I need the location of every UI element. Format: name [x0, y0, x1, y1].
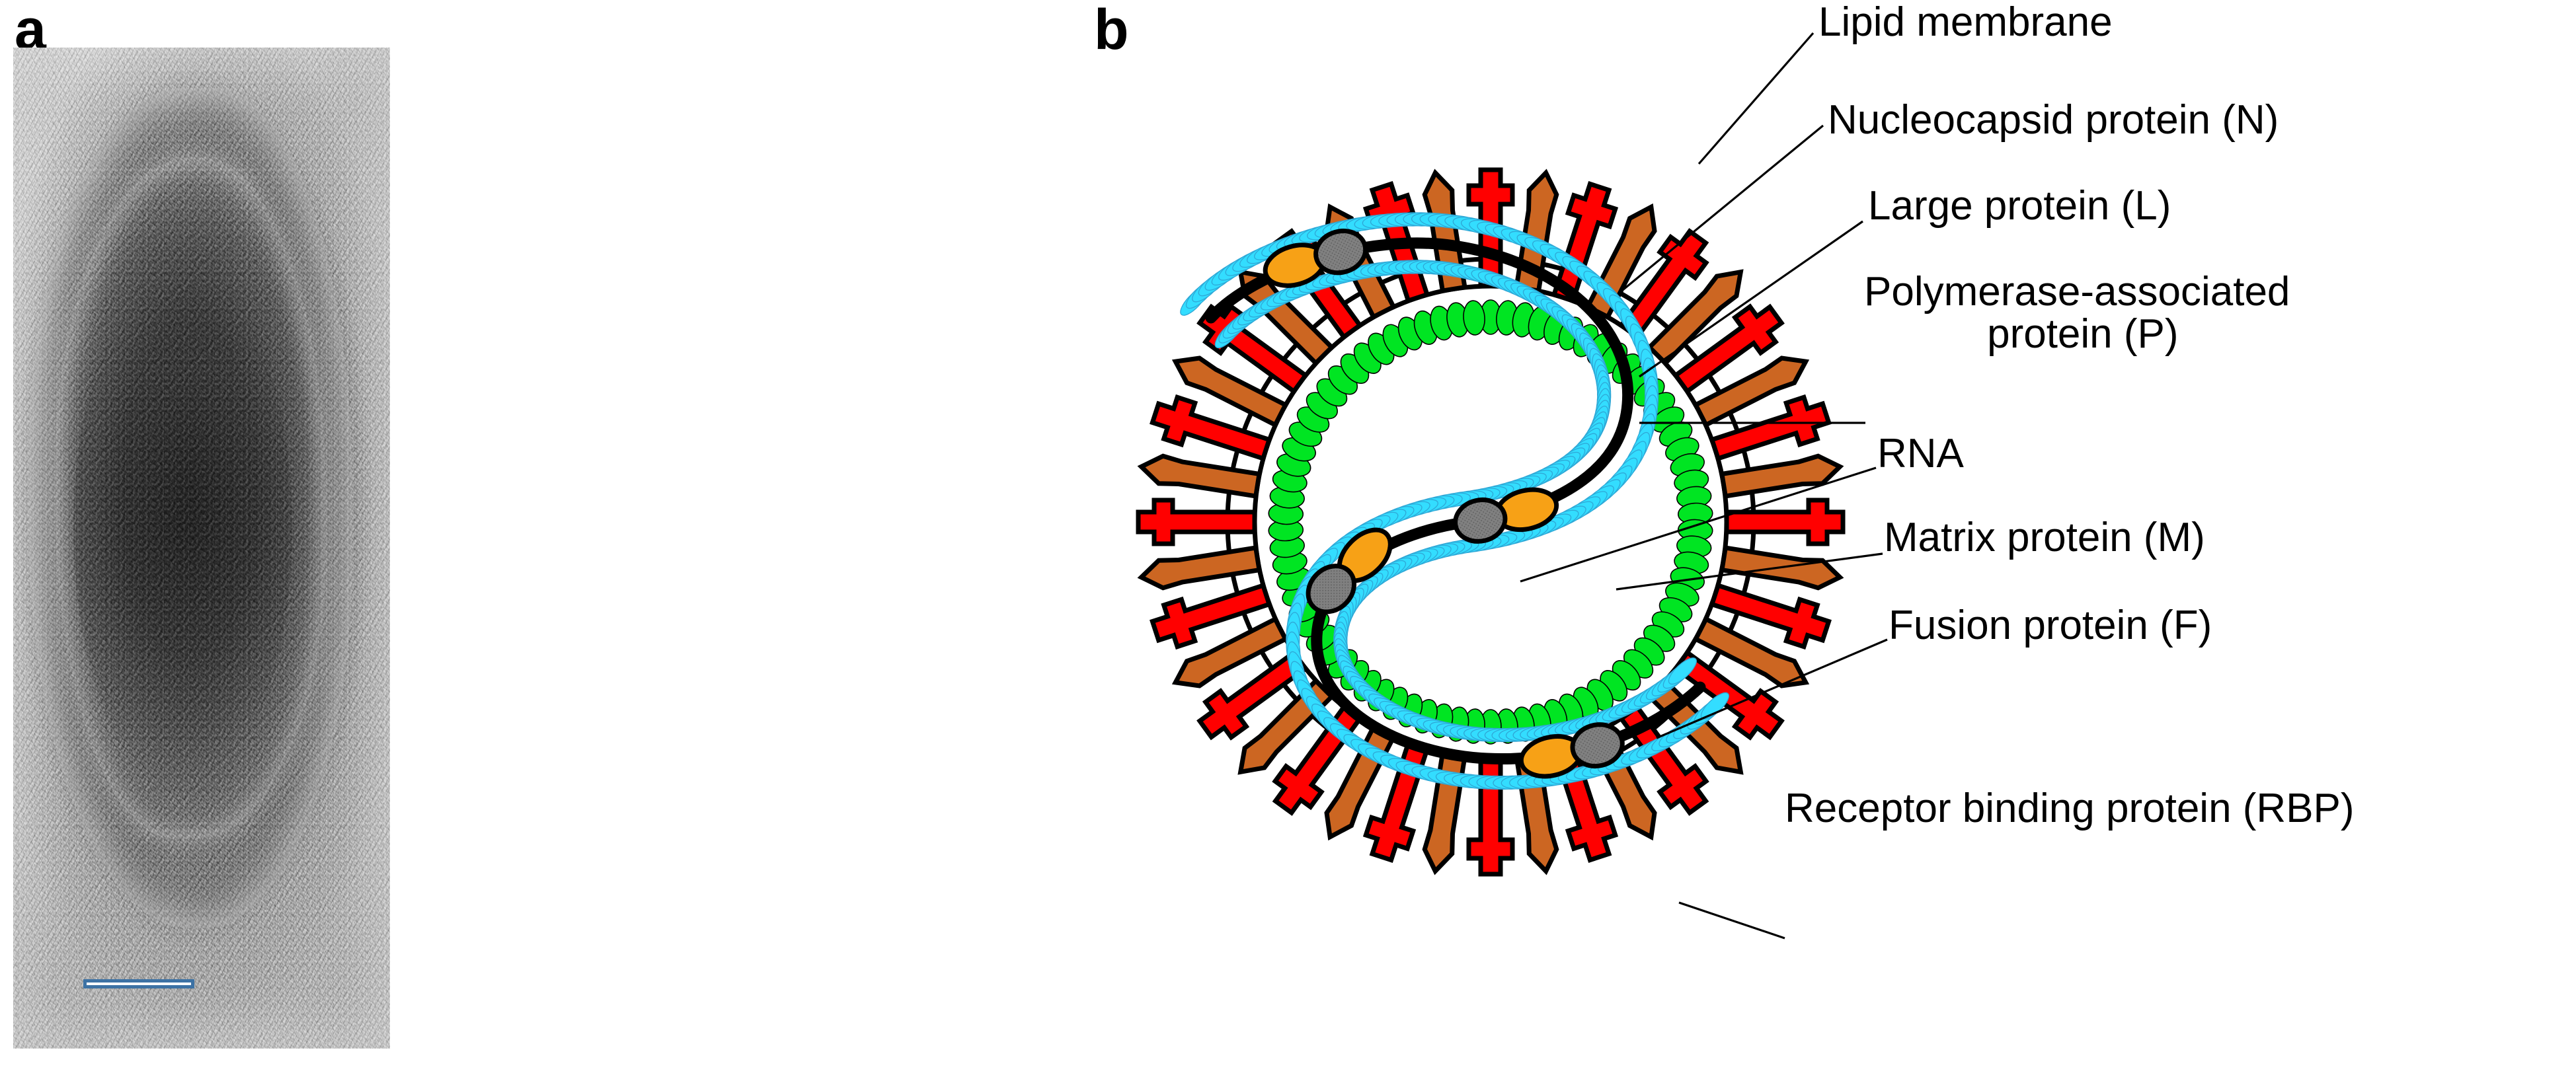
panel-b-virion-diagram: [1058, 0, 2576, 1075]
leader-line-nucleocapsid-protein: [1622, 124, 1824, 291]
scale-bar: [83, 979, 194, 988]
virion-schematic-svg: [1058, 32, 1888, 940]
leader-line-matrix-protein: [1616, 552, 1883, 591]
panel-a-micrograph: [13, 48, 390, 1049]
leader-line-large-protein: [1639, 220, 1863, 378]
electron-micrograph-image: [13, 48, 390, 1049]
large-protein: [1453, 498, 1508, 544]
micrograph-fiber-layer: [13, 48, 390, 1049]
receptor-binding-protein-spike: [1138, 500, 1255, 544]
leader-line-lipid-membrane: [1698, 32, 1815, 165]
label-receptor-binding-protein: Receptor binding protein (RBP): [1785, 786, 2355, 831]
micrograph-base-layer: [13, 48, 390, 1049]
label-rna: RNA: [1877, 431, 1964, 476]
micrograph-dark-core: [73, 268, 292, 789]
leader-lines: [1520, 32, 1888, 940]
label-nucleocapsid-protein: Nucleocapsid protein (N): [1828, 97, 2279, 143]
nucleocapsid-protein-bead: [1668, 657, 1697, 685]
label-fusion-protein: Fusion protein (F): [1889, 603, 2212, 648]
leader-line-rna: [1520, 466, 1877, 583]
fusion-protein-spike: [1721, 453, 1842, 499]
label-polymerase-associated-protein: Polymerase-associated protein (P): [1864, 269, 2290, 357]
polymerase-complex-layer: [1263, 229, 1625, 779]
nucleocapsid-protein-beads: [1180, 212, 1729, 790]
large-protein: [1306, 564, 1356, 614]
micrograph-grain-layer: [13, 48, 390, 1049]
label-large-protein: Large protein (L): [1868, 183, 2171, 229]
receptor-binding-protein-spike: [1727, 500, 1843, 544]
micrograph-grain-layer-2: [13, 48, 390, 1049]
large-protein: [1570, 722, 1625, 769]
fusion-protein-spike: [1139, 453, 1259, 499]
matrix-protein-bead: [1463, 300, 1485, 336]
leader-line-receptor-binding: [1678, 901, 1785, 940]
panel-b-letter: b: [1094, 0, 1129, 61]
fusion-protein-spike: [1139, 545, 1259, 591]
label-lipid-membrane: Lipid membrane: [1818, 0, 2113, 45]
label-matrix-protein: Matrix protein (M): [1884, 515, 2205, 560]
micrograph-vignette: [13, 48, 390, 1049]
leader-line-fusion-protein: [1656, 638, 1888, 739]
large-protein: [1313, 229, 1368, 276]
